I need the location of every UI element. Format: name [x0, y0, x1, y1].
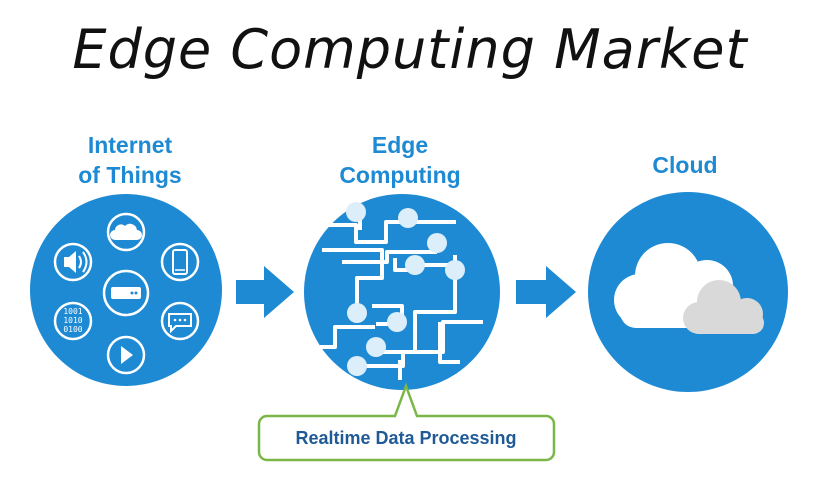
edge-label-line1: Edge — [371, 132, 429, 158]
binary-line-1: 1001 — [63, 307, 82, 316]
edge-label: Edge Computing — [310, 130, 490, 190]
binary-icon: 1001 1010 0100 — [53, 301, 93, 341]
arrow-right-icon — [516, 266, 576, 318]
cloud-icon — [106, 212, 146, 252]
callout-text: Realtime Data Processing — [295, 428, 517, 448]
callout-box — [257, 382, 556, 462]
phone-icon — [160, 242, 200, 282]
edge-label-line2: Computing — [339, 162, 461, 188]
edge-circle — [304, 194, 500, 390]
cloud-label-text: Cloud — [652, 152, 718, 178]
router-icon — [102, 269, 150, 317]
small-cloud-icon — [683, 280, 764, 334]
circuit-nodes — [346, 202, 465, 376]
iot-label-line1: Internet — [87, 132, 173, 158]
speaker-icon — [53, 242, 93, 282]
cloud-label: Cloud — [610, 150, 760, 180]
page-title: Edge Computing Market — [72, 18, 748, 81]
binary-line-2: 1010 — [63, 316, 82, 325]
arrow-right-icon — [236, 266, 294, 318]
play-icon — [106, 335, 146, 375]
iot-label-line2: of Things — [78, 162, 182, 188]
chat-icon — [160, 301, 200, 341]
iot-label: Internet of Things — [45, 130, 215, 190]
binary-line-3: 0100 — [63, 325, 82, 334]
